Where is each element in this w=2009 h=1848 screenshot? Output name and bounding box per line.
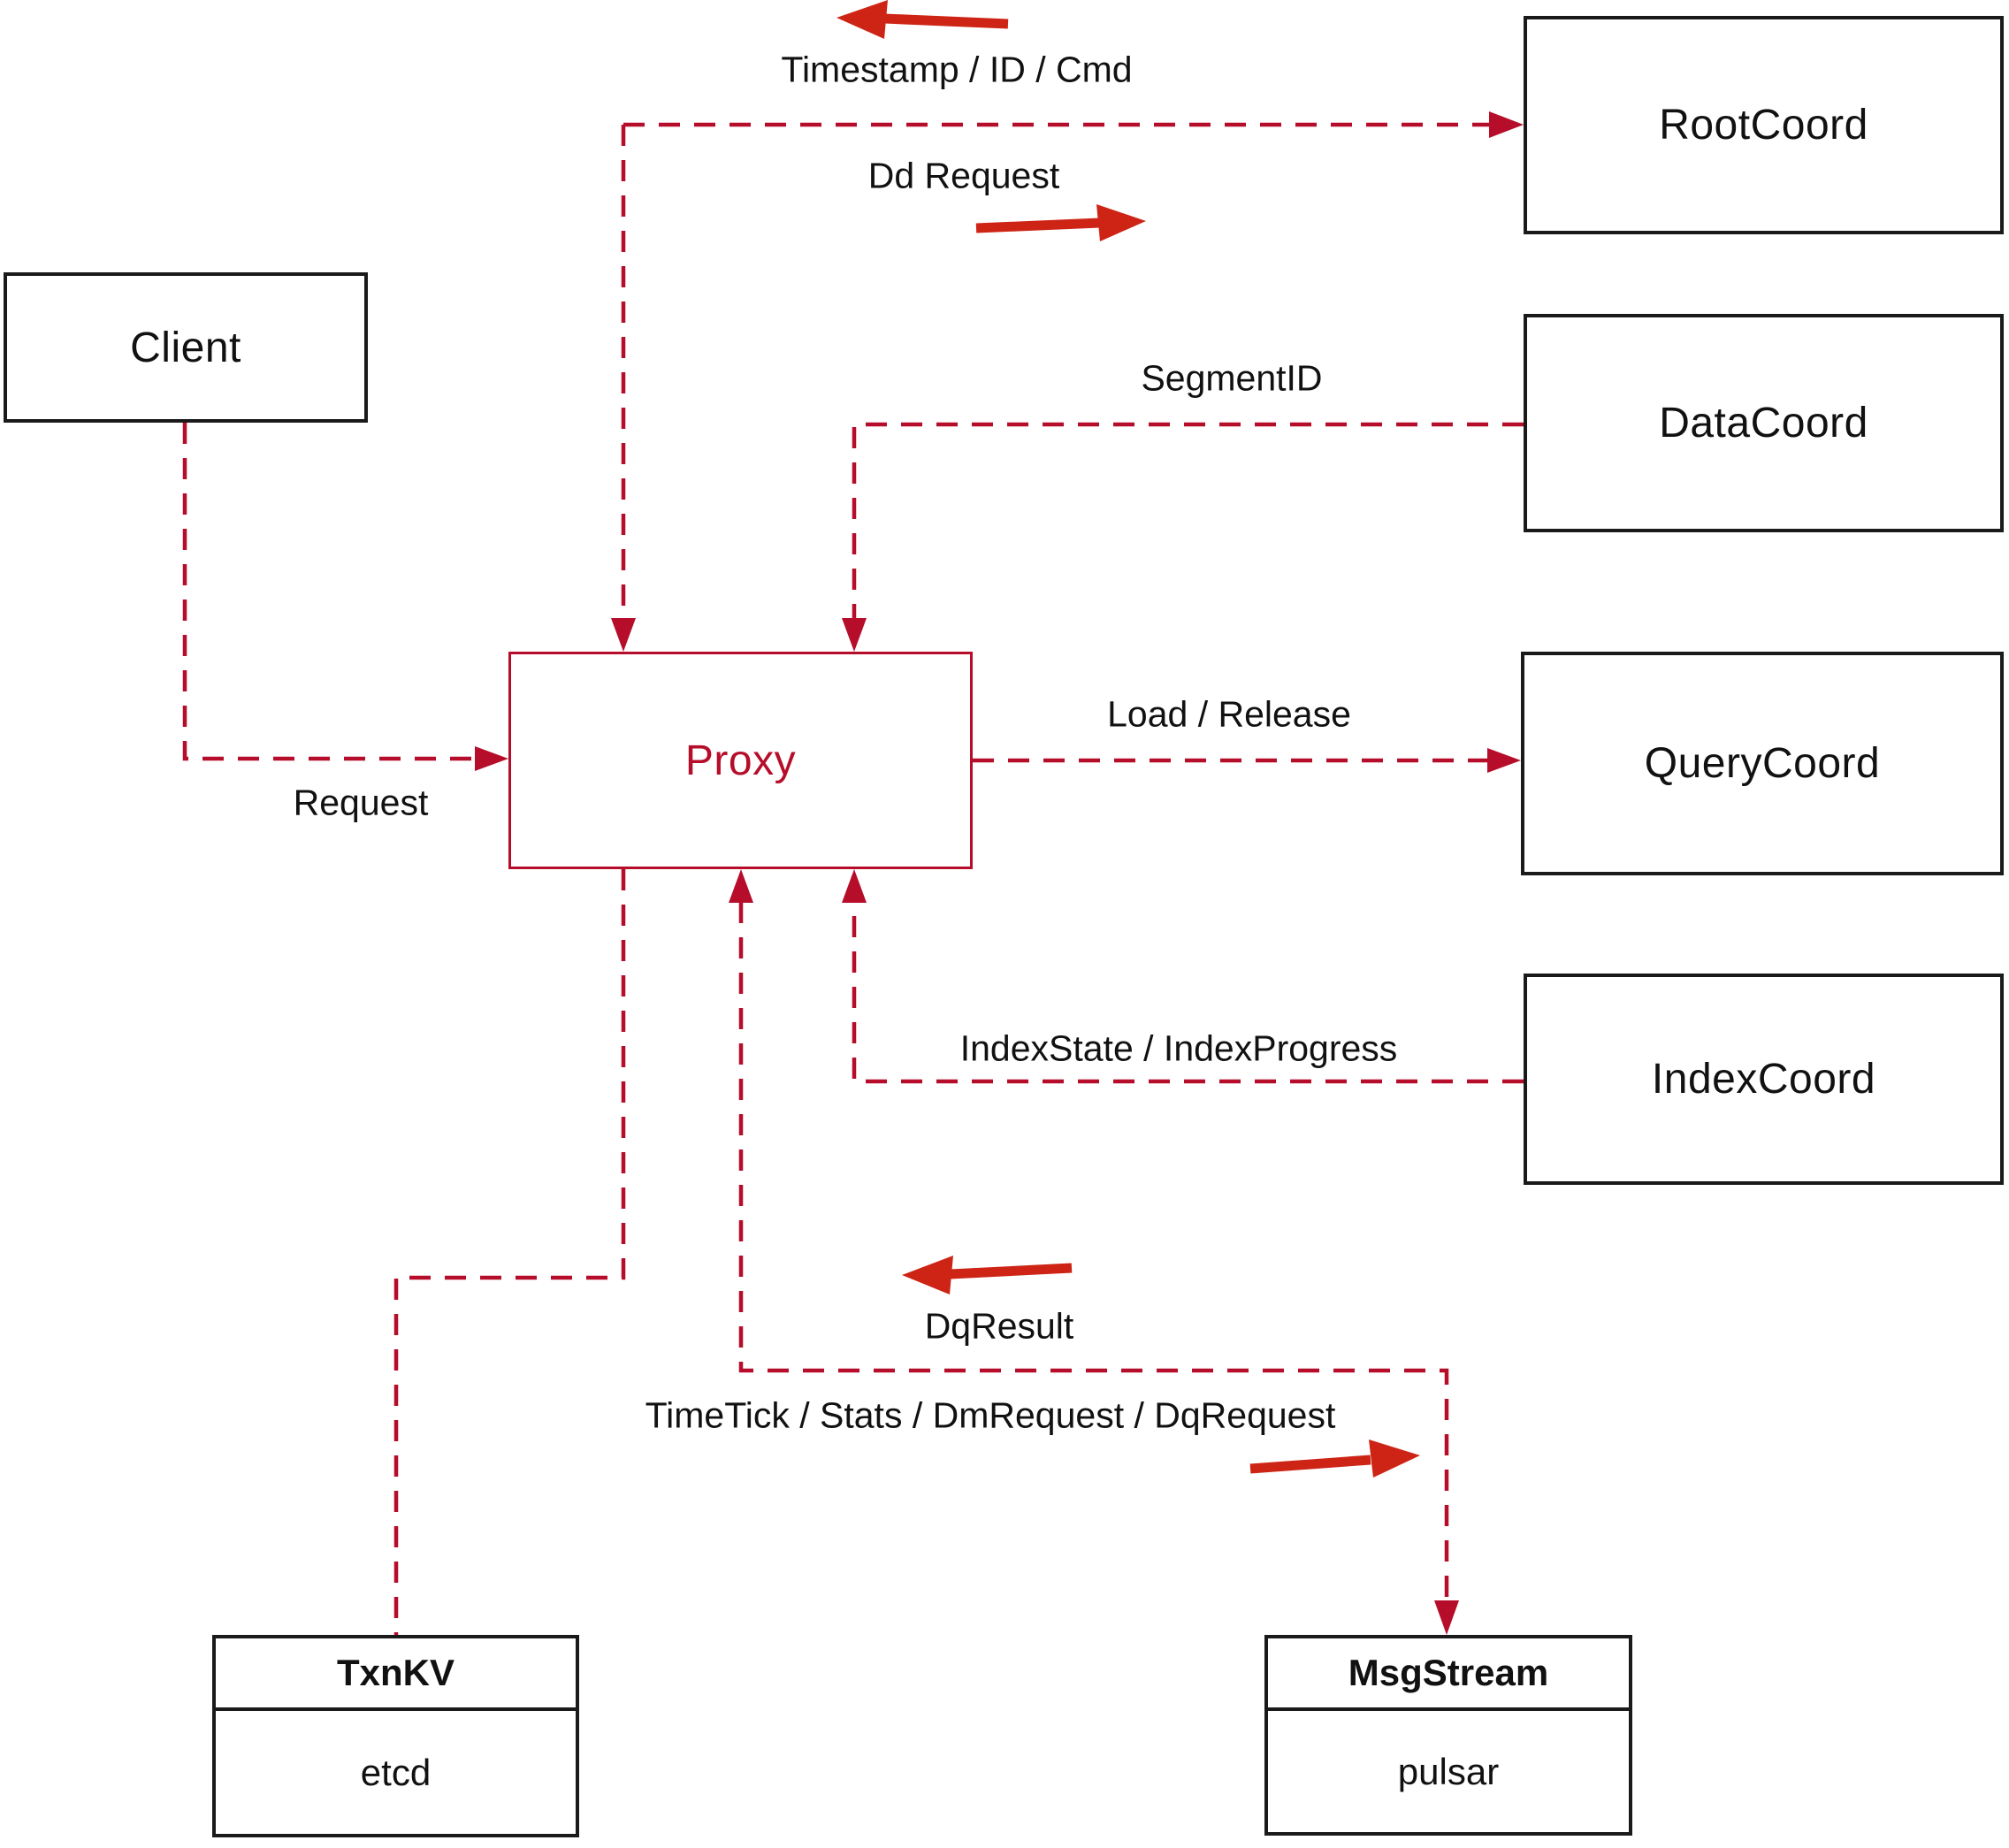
node-indexcoord: IndexCoord	[1524, 974, 2004, 1185]
arrowhead-into-querycoord-icon	[1487, 748, 1521, 773]
node-txnkv: TxnKV etcd	[212, 1635, 579, 1837]
node-txnkv-subtitle: etcd	[360, 1751, 432, 1793]
node-rootcoord-label: RootCoord	[1659, 102, 1868, 149]
node-querycoord: QueryCoord	[1521, 652, 2004, 875]
node-msgstream: MsgStream pulsar	[1264, 1635, 1632, 1836]
node-rootcoord: RootCoord	[1524, 16, 2004, 234]
direction-arrow-left-dqresult-icon	[902, 1256, 1073, 1294]
edge-label-time-tick: TimeTick / Stats / DmRequest / DqRequest	[645, 1394, 1336, 1436]
node-proxy-label: Proxy	[684, 737, 797, 784]
edge-label-dq-result: DqResult	[924, 1305, 1074, 1347]
node-indexcoord-label: IndexCoord	[1651, 1056, 1876, 1103]
edge-label-request: Request	[293, 782, 429, 823]
edge-label-timestamp-id-cmd: Timestamp / ID / Cmd	[781, 49, 1133, 90]
node-datacoord-label: DataCoord	[1659, 400, 1868, 447]
connector-proxy-msgstream	[738, 902, 1449, 1602]
arrowhead-into-proxy-top-left-icon	[611, 618, 636, 652]
connector-datacoord-proxy	[852, 422, 1524, 619]
node-msgstream-title: MsgStream	[1268, 1638, 1629, 1711]
node-client: Client	[4, 272, 368, 423]
arrowhead-into-msgstream-icon	[1434, 1600, 1459, 1635]
node-querycoord-label: QueryCoord	[1644, 740, 1881, 787]
arrowhead-into-proxy-left-icon	[475, 746, 508, 771]
arrowhead-into-rootcoord-icon	[1489, 111, 1524, 138]
node-proxy: Proxy	[508, 652, 973, 869]
arrowhead-into-proxy-bottom-right-icon	[842, 869, 867, 903]
edge-label-segment-id: SegmentID	[1141, 357, 1323, 399]
connector-indexcoord-proxy	[852, 902, 1524, 1084]
edge-label-dd-request: Dd Request	[867, 155, 1060, 196]
edge-label-index-state: IndexState / IndexProgress	[959, 1027, 1398, 1069]
edge-label-load-release: Load / Release	[1107, 693, 1351, 735]
connector-proxy-txnkv	[393, 869, 626, 1635]
arrowhead-into-proxy-top-right-icon	[842, 618, 867, 652]
connector-client-proxy	[182, 423, 476, 761]
node-txnkv-title: TxnKV	[216, 1638, 576, 1711]
arrowhead-into-proxy-bottom-left-icon	[729, 869, 753, 903]
node-msgstream-subtitle: pulsar	[1397, 1750, 1500, 1792]
node-datacoord: DataCoord	[1524, 314, 2004, 532]
direction-arrow-right-dd-request-icon	[975, 204, 1146, 241]
node-client-label: Client	[130, 324, 241, 371]
direction-arrow-right-timetick-icon	[1249, 1439, 1420, 1478]
direction-arrow-left-top-icon	[836, 0, 1009, 39]
